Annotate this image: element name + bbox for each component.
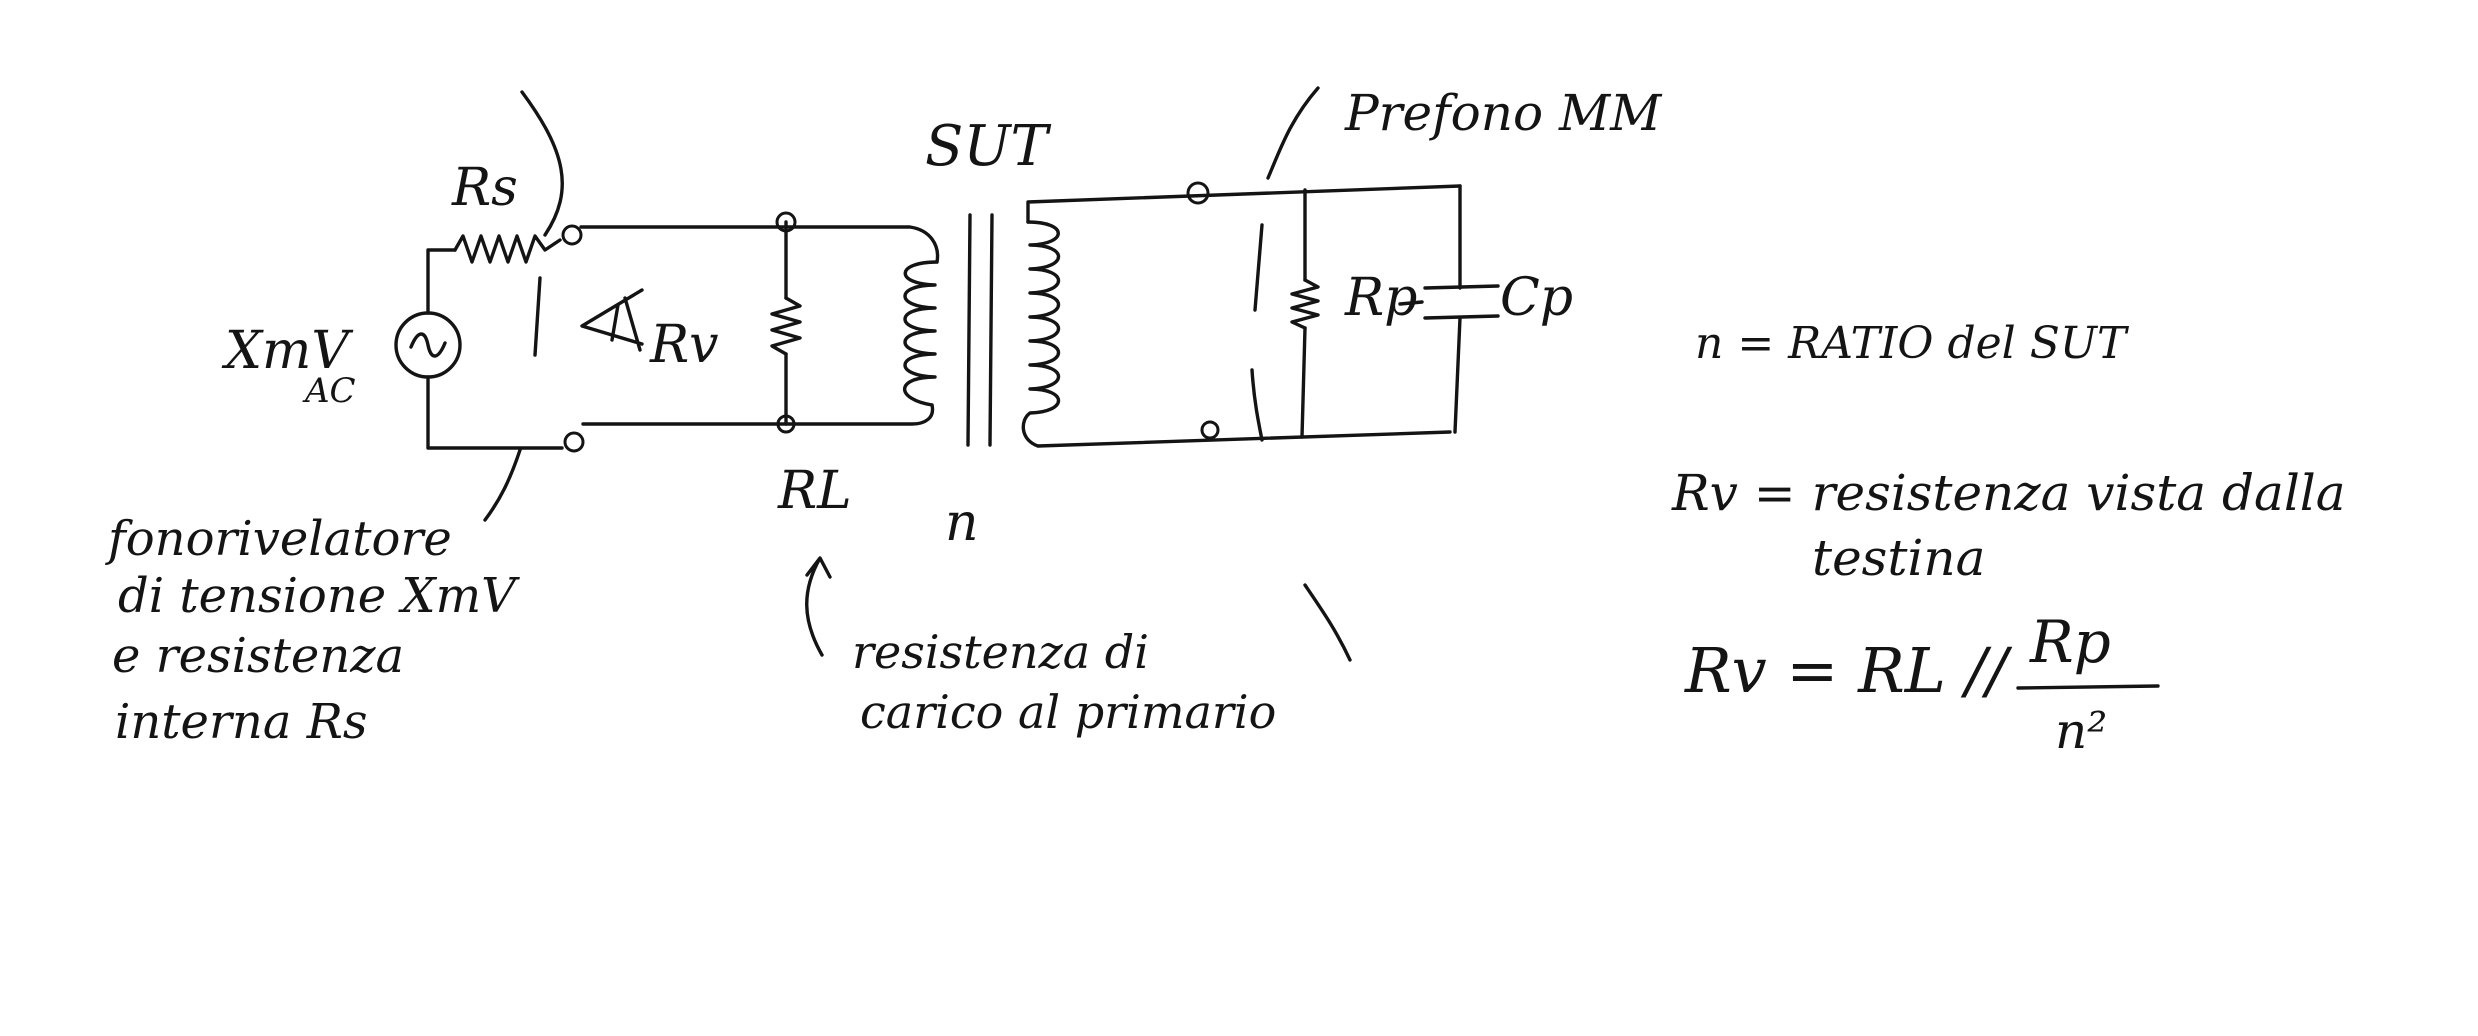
primary-section: Rv RL resistenza di carico al primario [579, 211, 1276, 739]
rv-definition-line-1: Rv = resistenza vista dalla [1671, 464, 2346, 522]
secondary-top-wire [1026, 184, 1462, 224]
rv-label: Rv [649, 315, 719, 375]
ac-label: AC [302, 371, 356, 411]
cartridge-desc-line-1: fonorivelatore [105, 511, 452, 567]
rl-callout-arrow [805, 556, 832, 657]
output-terminal-top [1186, 181, 1210, 205]
primary-note-line-2: carico al primario [860, 685, 1276, 739]
cartridge-desc-line-3: e resistenza [112, 628, 404, 684]
rl-resistor-symbol [770, 296, 802, 356]
rl-node-bottom [776, 414, 796, 434]
rv-definition-line-2: testina [1812, 529, 1985, 587]
source-top-wire [426, 248, 457, 315]
definitions-section: n = RATIO del SUT Rv = resistenza vista … [1671, 318, 2346, 760]
primary-bottom-wire [581, 403, 935, 426]
cartridge-desc-line-4: interna Rs [115, 694, 367, 750]
rl-label: RL [777, 461, 852, 521]
input-terminal-top [561, 224, 583, 246]
rp-label: Rp [1344, 268, 1417, 328]
sut-label: SUT [925, 114, 1052, 179]
cp-right-wire [1453, 184, 1462, 434]
rv-formula-fraction-bar [2016, 684, 2160, 690]
ratio-definition: n = RATIO del SUT [1695, 318, 2130, 369]
rp-vertical-wire [1300, 188, 1307, 439]
rs-resistor-symbol [453, 234, 562, 264]
rv-formula-denominator: n² [2055, 702, 2107, 760]
preamp-title: Prefono MM [1344, 84, 1663, 142]
rv-formula-left: Rv = RL // [1684, 634, 2013, 707]
cp-label: Cp [1500, 268, 1573, 328]
rv-view-arrow [580, 288, 644, 352]
primary-top-wire [579, 225, 940, 264]
transformer-section: SUT n [902, 114, 1061, 553]
primary-note-line-1: resistenza di [852, 625, 1149, 679]
preamp-boundary-arc [1250, 86, 1352, 662]
secondary-coil [1021, 220, 1061, 448]
rl-node-top [775, 211, 797, 233]
source-bottom-wire [426, 375, 564, 450]
rs-label: Rs [451, 158, 518, 218]
input-terminal-bottom [563, 431, 585, 453]
output-terminal-bottom [1200, 420, 1220, 440]
cartridge-desc-line-2: di tensione XmV [118, 568, 520, 624]
ac-sine-icon [409, 332, 447, 358]
cartridge-boundary-arc [483, 90, 564, 522]
source-section: Rs XmV AC [221, 158, 585, 453]
rp-resistor-symbol [1290, 278, 1320, 330]
ratio-n-label: n [945, 493, 979, 553]
voltage-label: XmV [221, 321, 353, 381]
preamp-section: Rp Cp Prefono MM [1026, 84, 1663, 448]
secondary-bottom-wire [1036, 430, 1452, 448]
cp-capacitor-symbol [1398, 284, 1500, 320]
cartridge-description: fonorivelatore di tensione XmV e resiste… [105, 511, 520, 750]
primary-coil [902, 260, 939, 407]
rv-formula-numerator: Rp [2029, 608, 2111, 676]
transformer-core [966, 213, 994, 447]
